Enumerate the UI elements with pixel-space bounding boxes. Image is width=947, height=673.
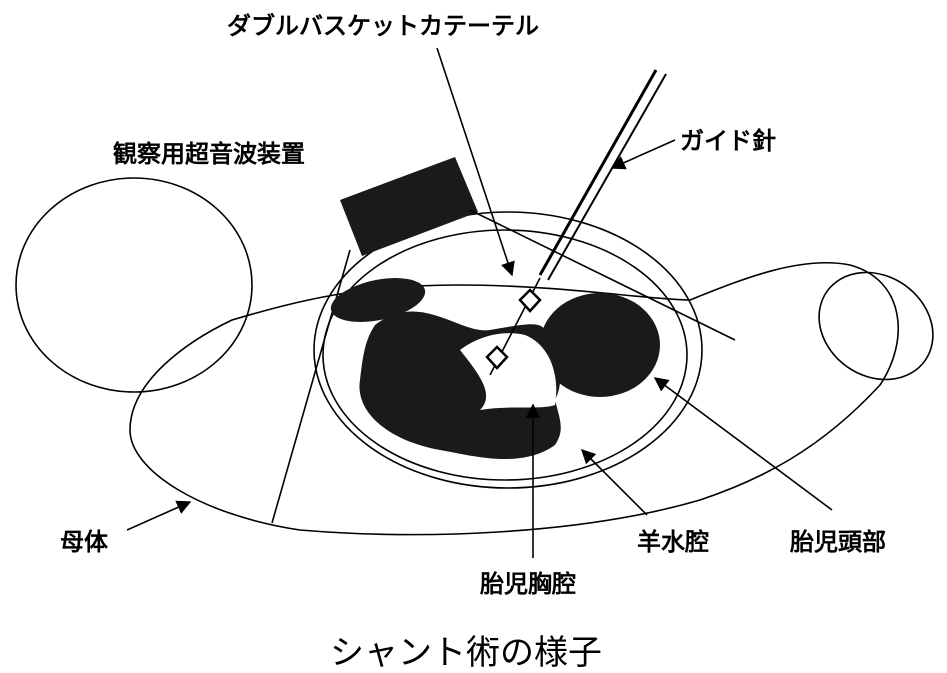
fetal-arm — [330, 278, 426, 322]
uterus-inner — [322, 229, 688, 481]
catheter-basket-upper — [518, 288, 542, 313]
label-catheter: ダブルバスケットカテーテル — [227, 12, 539, 40]
fetal-head — [540, 293, 660, 397]
ultrasound-beam-left — [271, 249, 351, 524]
label-ultrasound: 観察用超音波装置 — [113, 140, 305, 168]
uterus-outer — [313, 211, 703, 489]
guide-needle-2 — [547, 73, 667, 281]
label-amniotic-cavity: 羊水腔 — [637, 528, 709, 556]
arrow-amniotic — [580, 448, 648, 516]
mother-head — [15, 177, 253, 393]
label-fetal-chest: 胎児胸腔 — [480, 570, 576, 598]
fetal-chest-cavity — [460, 333, 557, 410]
label-mother: 母体 — [60, 528, 109, 556]
mother-knee — [818, 271, 934, 381]
arrow-fetal-head — [653, 377, 833, 511]
mother-body-outline — [129, 261, 899, 536]
ultrasound-beam-right — [469, 209, 736, 341]
arrow-mother — [126, 500, 192, 531]
ultrasound-probe — [340, 157, 478, 256]
label-guide-needle: ガイド針 — [680, 127, 776, 155]
figure-caption: シャント術の様子 — [330, 633, 602, 673]
arrow-catheter — [436, 47, 515, 277]
arrow-guide-needle — [610, 139, 676, 170]
guide-needle-1 — [538, 69, 658, 276]
catheter-basket-lower — [485, 345, 509, 370]
label-fetal-head: 胎児頭部 — [790, 528, 886, 556]
